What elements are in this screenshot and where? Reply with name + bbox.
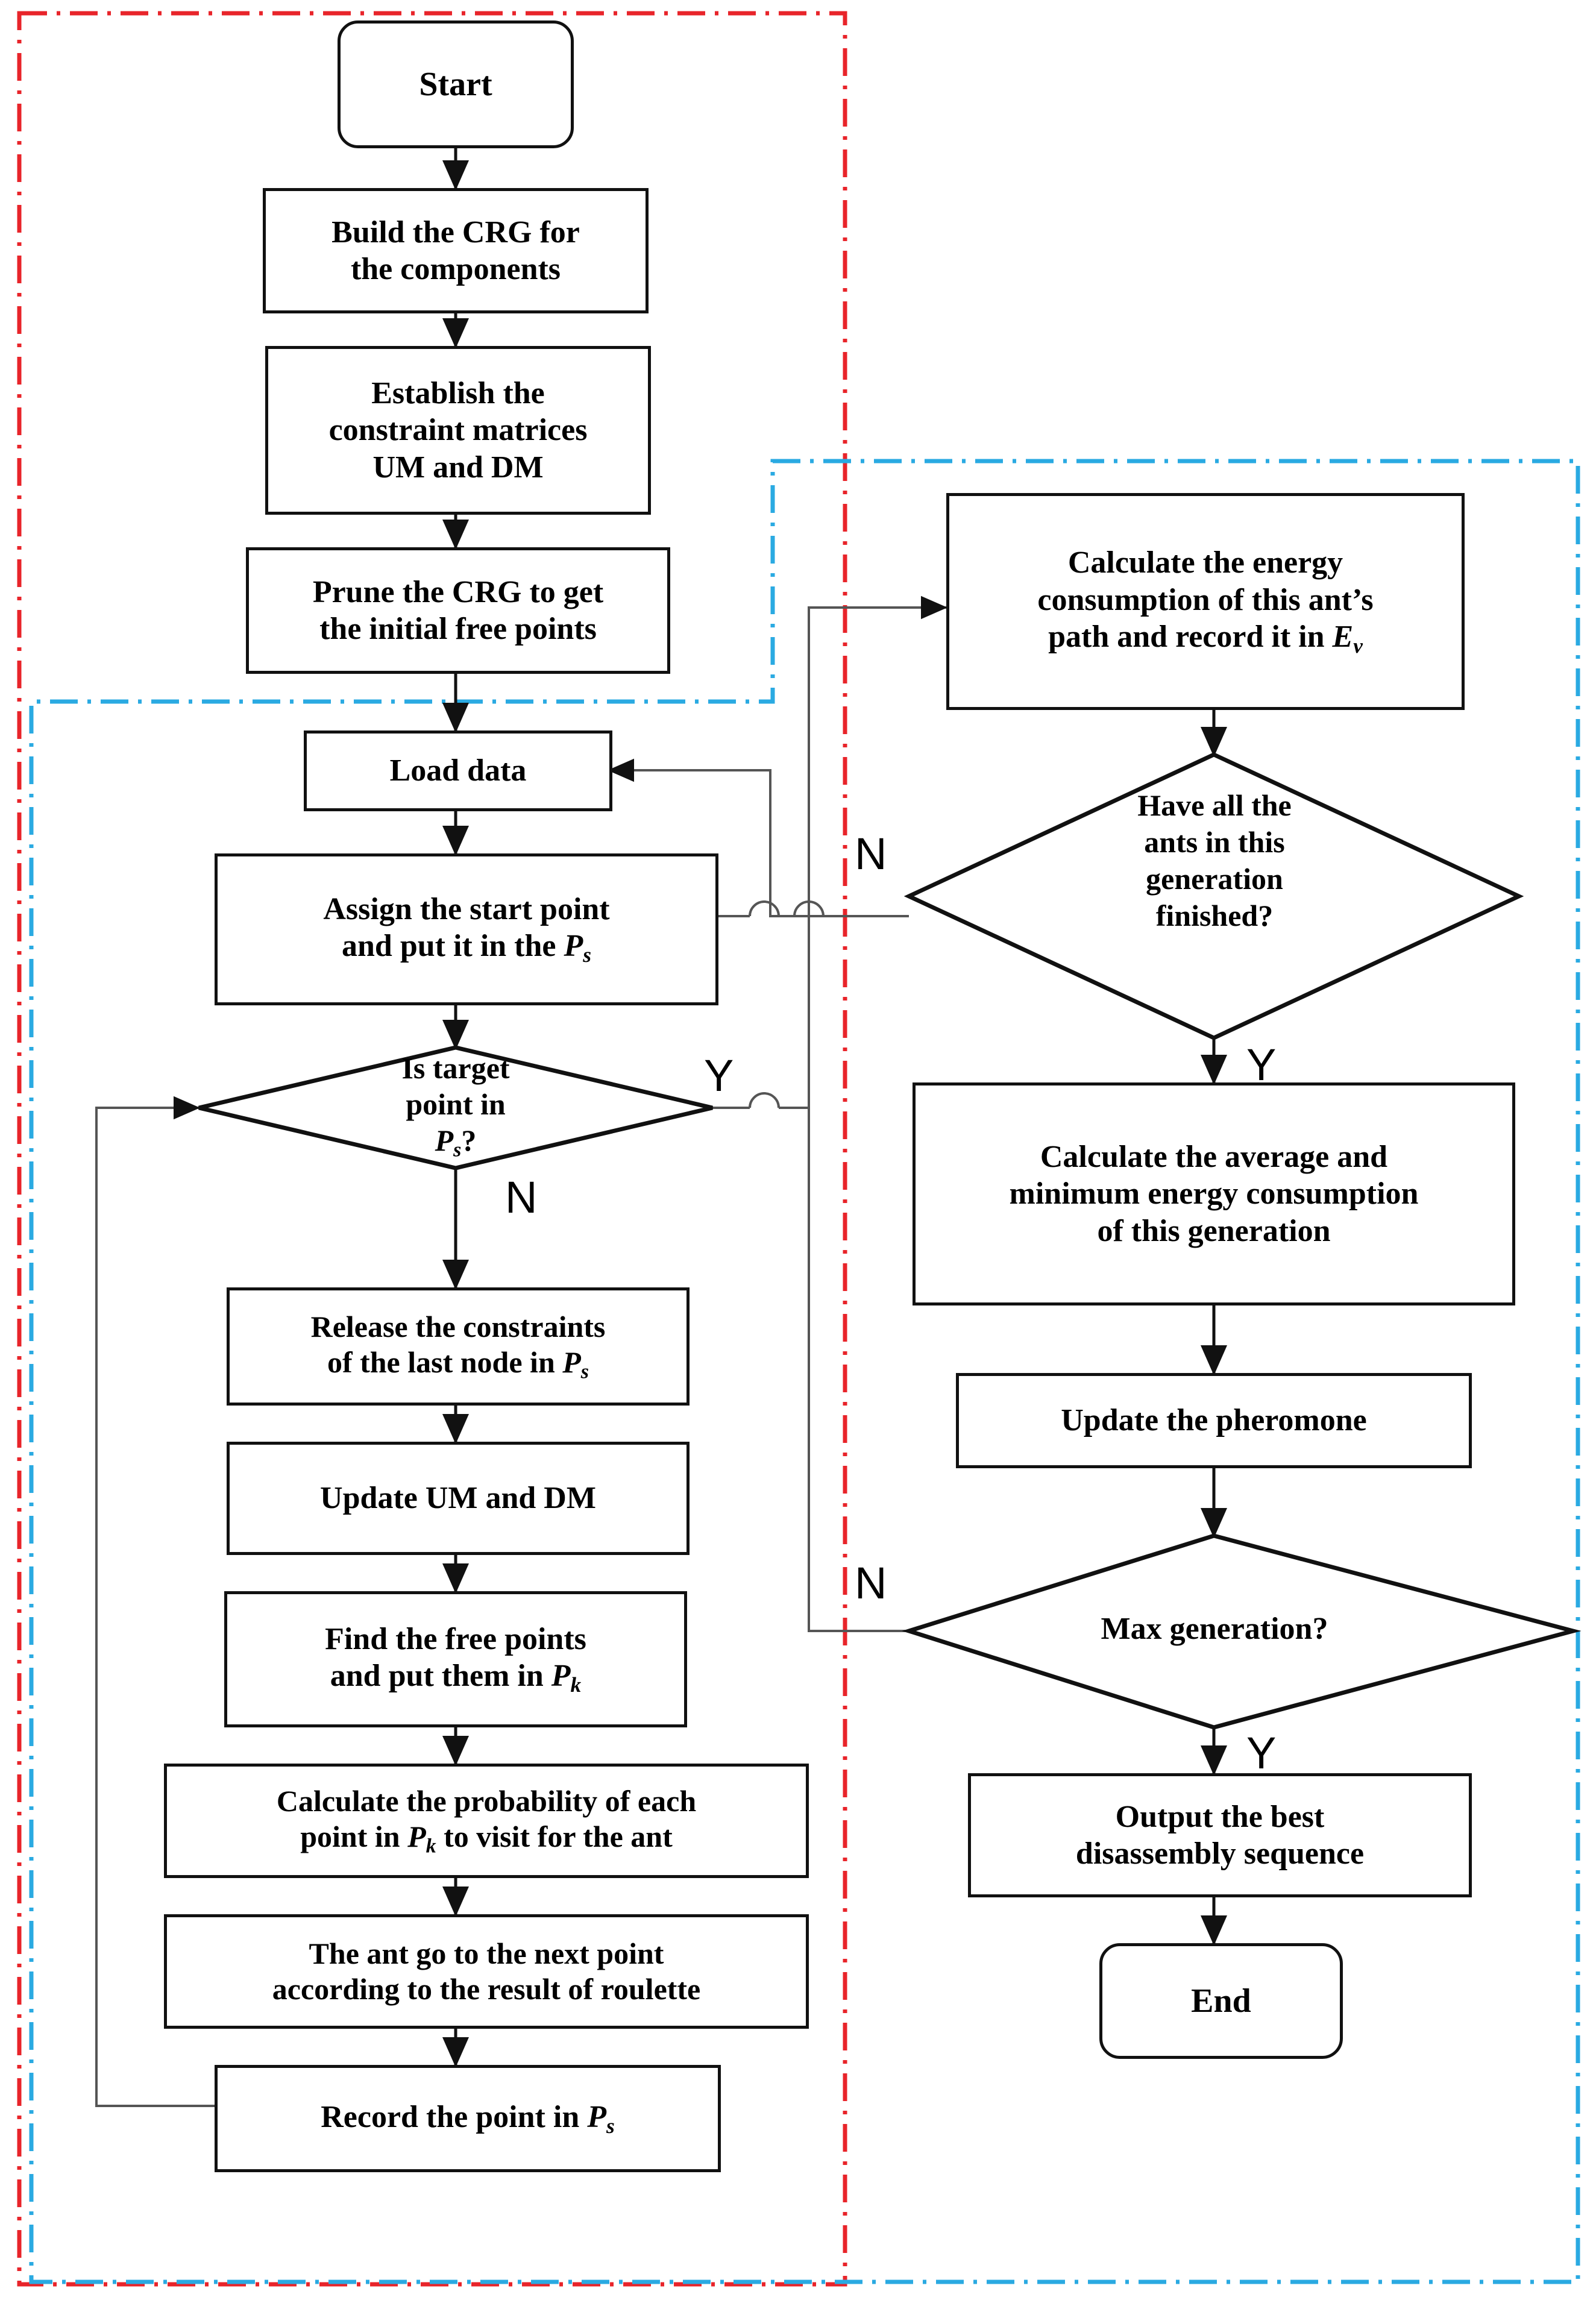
node-record-point-label: Record the point in — [321, 2099, 580, 2134]
node-load-data-label: Load data — [389, 753, 527, 788]
node-ant-next[interactable]: The ant go to the next point according t… — [164, 1914, 809, 2029]
node-all-ants-line4: finished? — [1155, 899, 1274, 932]
node-prune-crg-line2: the initial free points — [319, 612, 597, 646]
node-is-target-line2: point in — [406, 1087, 506, 1121]
node-update-um-dm[interactable]: Update UM and DM — [227, 1442, 690, 1555]
edge-label-all-ants-no: N — [855, 829, 887, 879]
node-record-point-var: Ps — [587, 2099, 615, 2138]
node-calc-prob[interactable]: Calculate the probability of each point … — [164, 1764, 809, 1878]
node-assign-start-line2: and put it in the — [342, 929, 556, 964]
node-establish-line1: Establish the — [371, 375, 545, 410]
node-establish-line3: UM and DM — [372, 450, 544, 485]
node-calc-prob-var: Pk — [407, 1819, 436, 1858]
red-group-boundary — [17, 11, 847, 2287]
node-all-ants-line2: ants in this — [1144, 825, 1285, 859]
node-max-gen-line1: Max generation? — [1101, 1612, 1328, 1646]
node-is-target-line1: Is target — [401, 1051, 510, 1085]
edge-label-is-target-yes: Y — [704, 1051, 734, 1101]
node-assign-start[interactable]: Assign the start point and put it in the… — [215, 853, 718, 1005]
node-calc-energy-line2: consumption of this ant’s — [1037, 582, 1374, 617]
edge-label-max-gen-yes: Y — [1246, 1728, 1277, 1778]
edge-label-is-target-no: N — [505, 1172, 538, 1222]
node-all-ants-text: Have all the ants in this generation fin… — [1091, 787, 1338, 934]
node-build-crg[interactable]: Build the CRG for the components — [263, 188, 649, 313]
edge-allants-no-to-load — [608, 758, 909, 917]
node-all-ants-line1: Have all the — [1137, 788, 1292, 822]
node-output-best[interactable]: Output the best disassembly sequence — [968, 1773, 1472, 1897]
node-release-var: Ps — [562, 1345, 589, 1383]
node-release-line2: of the last node in — [327, 1345, 555, 1379]
node-ant-next-line2: according to the result of roulette — [272, 1972, 701, 2006]
node-calc-energy-var: Ev — [1332, 620, 1363, 658]
blue-group-boundary — [29, 459, 1580, 2284]
node-establish-line2: constraint matrices — [328, 413, 588, 448]
node-max-gen-text: Max generation? — [1037, 1610, 1392, 1648]
node-ant-next-line1: The ant go to the next point — [309, 1937, 664, 1970]
node-prune-crg-line1: Prune the CRG to get — [312, 574, 604, 609]
node-release[interactable]: Release the constraints of the last node… — [227, 1287, 690, 1406]
node-calc-energy-line3: path and record it in — [1048, 620, 1325, 655]
node-end[interactable]: End — [1099, 1943, 1343, 2059]
node-calc-prob-line2b: to visit for the ant — [444, 1819, 673, 1853]
edge-label-all-ants-yes: Y — [1246, 1040, 1277, 1090]
node-calc-energy[interactable]: Calculate the energy consumption of this… — [946, 493, 1465, 710]
node-build-crg-line2: the components — [350, 252, 561, 286]
node-calc-avg[interactable]: Calculate the average and minimum energy… — [913, 1082, 1515, 1305]
node-calc-avg-line1: Calculate the average and — [1040, 1139, 1388, 1174]
node-prune-crg[interactable]: Prune the CRG to get the initial free po… — [246, 547, 670, 674]
node-build-crg-line1: Build the CRG for — [331, 215, 580, 250]
node-assign-start-line1: Assign the start point — [323, 892, 610, 927]
node-is-target-shape[interactable] — [198, 1045, 713, 1170]
edge-istarget-yes-hop — [749, 1092, 780, 1108]
node-calc-prob-line2a: point in — [300, 1819, 400, 1853]
node-update-pheromone[interactable]: Update the pheromone — [956, 1373, 1472, 1468]
node-all-ants-shape[interactable] — [903, 752, 1524, 1040]
node-calc-prob-line1: Calculate the probability of each — [276, 1783, 697, 1818]
node-output-best-line2: disassembly sequence — [1075, 1836, 1365, 1871]
node-load-data[interactable]: Load data — [304, 730, 612, 811]
node-start[interactable]: Start — [338, 20, 574, 148]
node-all-ants-line3: generation — [1146, 862, 1283, 896]
edge-allants-no-hop1 — [749, 900, 780, 917]
node-update-pheromone-label: Update the pheromone — [1061, 1403, 1367, 1438]
node-calc-energy-line1: Calculate the energy — [1067, 545, 1343, 580]
node-end-label: End — [1191, 1982, 1251, 2020]
node-record-point[interactable]: Record the point in Ps — [215, 2065, 721, 2172]
edge-maxgen-no — [808, 595, 947, 1632]
edge-record-to-istarget — [95, 1096, 215, 2107]
node-calc-avg-line2: minimum energy consumption — [1009, 1177, 1419, 1211]
node-calc-avg-line3: of this generation — [1097, 1213, 1331, 1248]
node-is-target-line3: Ps? — [435, 1123, 477, 1161]
node-update-um-dm-label: Update UM and DM — [320, 1481, 596, 1516]
node-start-label: Start — [419, 65, 492, 103]
edge-label-max-gen-no: N — [855, 1558, 887, 1608]
node-find-free-line1: Find the free points — [325, 1622, 586, 1657]
node-release-line1: Release the constraints — [310, 1309, 606, 1343]
node-find-free[interactable]: Find the free points and put them in Pk — [224, 1591, 687, 1727]
node-is-target-text: Is target point in Ps? — [347, 1050, 564, 1163]
node-max-gen-shape[interactable] — [902, 1533, 1582, 1730]
node-output-best-line1: Output the best — [1115, 1799, 1325, 1834]
node-assign-start-var: Ps — [564, 929, 591, 967]
node-establish[interactable]: Establish the constraint matrices UM and… — [265, 346, 651, 515]
node-find-free-var: Pk — [551, 1659, 582, 1697]
node-find-free-line2: and put them in — [330, 1659, 544, 1694]
